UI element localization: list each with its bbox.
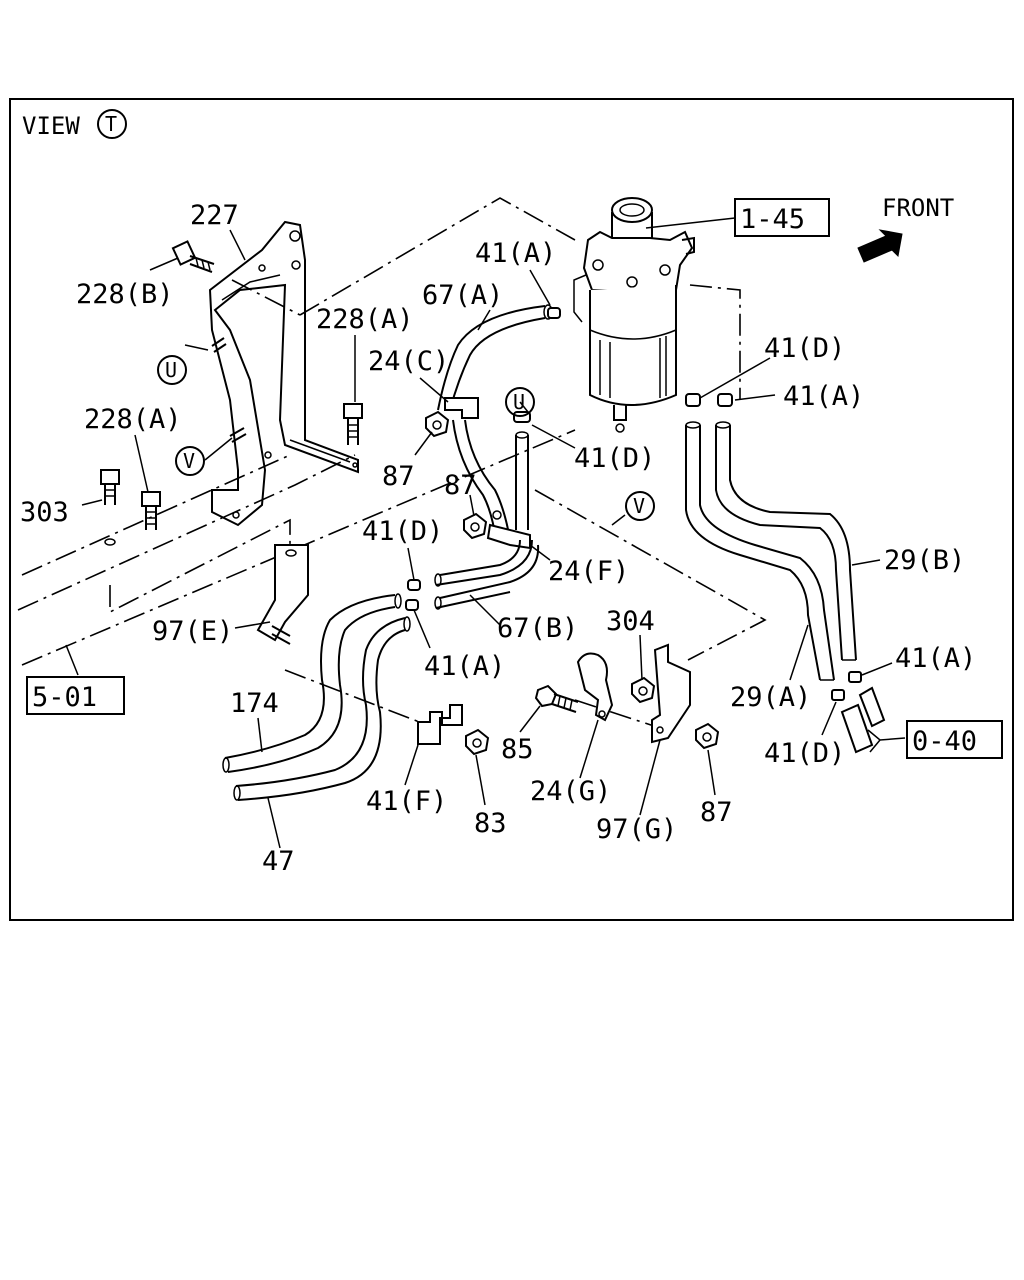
clamp-41a-right <box>717 393 733 407</box>
label-83[interactable]: 83 <box>474 808 507 839</box>
label-41a-right-top[interactable]: 41(A) <box>783 381 864 412</box>
bolt-303 <box>100 469 120 546</box>
label-41a-top[interactable]: 41(A) <box>475 238 556 269</box>
label-67a[interactable]: 67(A) <box>422 280 503 311</box>
clip-24f <box>486 510 531 550</box>
front-label: FRONT <box>882 194 954 222</box>
pipe-41d-vertical <box>513 411 531 530</box>
label-24f[interactable]: 24(F) <box>548 556 629 587</box>
fitting-41a-lower-right <box>848 671 862 683</box>
bracket-97e <box>256 544 309 645</box>
marker-v-right-letter: V <box>633 494 645 518</box>
nut-87-middle <box>463 512 488 540</box>
ref-box-0-40-label: 0-40 <box>912 726 977 757</box>
marker-u-left-letter: U <box>165 358 177 382</box>
label-41d-right-top[interactable]: 41(D) <box>764 333 845 364</box>
label-29a[interactable]: 29(A) <box>730 682 811 713</box>
front-arrow-icon <box>857 229 903 263</box>
ref-box-5-01-label: 5-01 <box>32 682 97 713</box>
marker-u-right-letter: U <box>513 390 525 414</box>
clamp-41d-right <box>685 393 701 407</box>
clip-41f <box>417 704 463 745</box>
marker-u-right <box>505 387 535 417</box>
label-41d-left[interactable]: 41(D) <box>362 516 443 547</box>
hose-67a <box>437 304 553 541</box>
label-174[interactable]: 174 <box>230 688 279 719</box>
label-85[interactable]: 85 <box>501 734 534 765</box>
hoses-174-47 <box>222 593 411 801</box>
label-24g[interactable]: 24(G) <box>530 776 611 807</box>
marker-u-left <box>157 355 187 385</box>
nut-83 <box>465 728 490 756</box>
view-label: VIEW <box>22 112 80 140</box>
label-24c[interactable]: 24(C) <box>368 346 449 377</box>
diagram-frame <box>9 98 1014 921</box>
bracket-97g <box>651 643 691 744</box>
label-67b[interactable]: 67(B) <box>497 613 578 644</box>
fitting-41d-lower-right <box>831 689 845 701</box>
clip-24c <box>444 397 479 419</box>
clamp-41a-top <box>547 307 561 319</box>
label-41d-center[interactable]: 41(D) <box>574 443 655 474</box>
bolt-228a-upper <box>343 403 363 445</box>
bolt-228b <box>171 240 215 273</box>
connector-0-40 <box>840 686 886 754</box>
label-41a-left[interactable]: 41(A) <box>424 651 505 682</box>
label-228a-lower[interactable]: 228(A) <box>84 404 182 435</box>
marker-v-left-letter: V <box>183 449 195 473</box>
label-228b[interactable]: 228(B) <box>76 279 174 310</box>
label-41a-lower-right[interactable]: 41(A) <box>895 643 976 674</box>
label-304[interactable]: 304 <box>606 606 655 637</box>
label-228a-upper[interactable]: 228(A) <box>316 304 414 335</box>
ref-box-5-01[interactable] <box>26 676 125 715</box>
bolt-228a-lower <box>141 491 161 530</box>
label-87-middle[interactable]: 87 <box>444 470 477 501</box>
leader-1-45 <box>645 217 736 229</box>
ref-box-1-45-label: 1-45 <box>740 204 805 235</box>
nut-87-upper <box>425 410 450 438</box>
clip-24g <box>576 652 614 722</box>
stud-u <box>211 337 227 353</box>
view-marker-letter: T <box>105 112 117 136</box>
hose-67b <box>434 539 540 610</box>
clamp-41a-left <box>405 599 419 611</box>
hose-29 <box>685 421 857 681</box>
fuel-filter <box>573 197 695 433</box>
label-97e[interactable]: 97(E) <box>152 616 233 647</box>
nut-304 <box>631 676 656 704</box>
label-303[interactable]: 303 <box>20 497 69 528</box>
label-87-lower[interactable]: 87 <box>700 797 733 828</box>
label-29b[interactable]: 29(B) <box>884 545 965 576</box>
ref-box-0-40[interactable] <box>906 720 1003 759</box>
ref-box-1-45[interactable] <box>734 198 830 237</box>
bolt-85 <box>534 684 579 713</box>
marker-v-left <box>175 446 205 476</box>
label-41f[interactable]: 41(F) <box>366 786 447 817</box>
label-47[interactable]: 47 <box>262 846 295 877</box>
label-97g[interactable]: 97(G) <box>596 814 677 845</box>
label-87-upper[interactable]: 87 <box>382 461 415 492</box>
stud-v <box>229 427 247 443</box>
view-marker-circle <box>97 109 127 139</box>
leader-lines <box>65 229 906 849</box>
label-227[interactable]: 227 <box>190 200 239 231</box>
label-41d-lower-right[interactable]: 41(D) <box>764 738 845 769</box>
nut-87-lower <box>695 722 720 750</box>
bracket-227 <box>208 220 359 527</box>
marker-v-right <box>625 491 655 521</box>
clamp-41d-left <box>407 579 421 591</box>
